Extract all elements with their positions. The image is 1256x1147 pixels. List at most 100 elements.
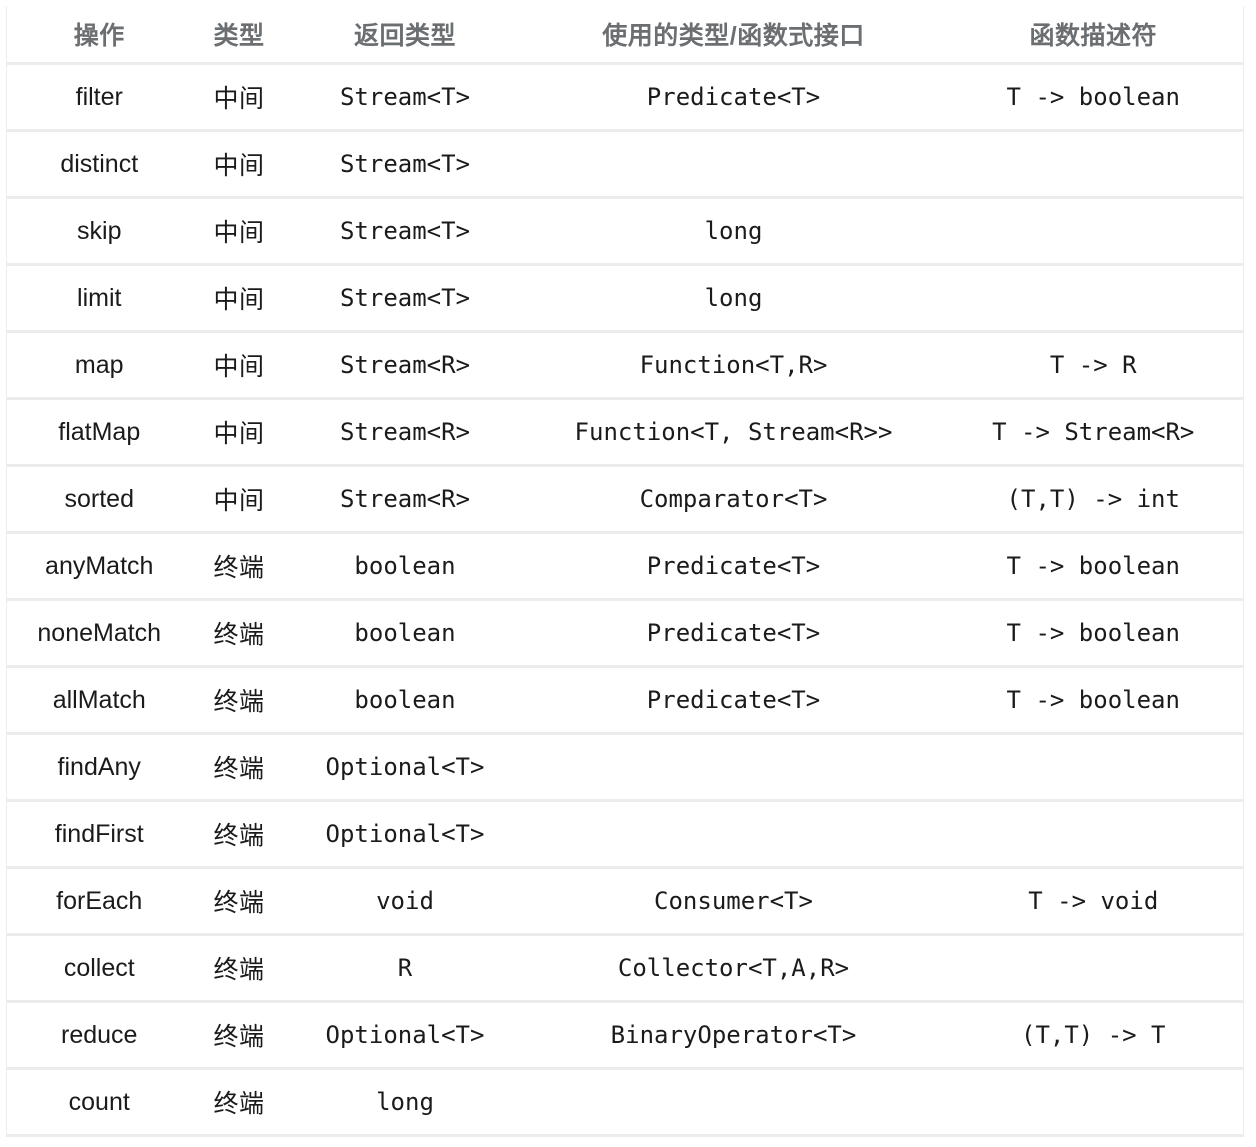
- cell-return-type: Optional<T>: [286, 1001, 524, 1070]
- cell-function-descriptor: T -> Stream<R>: [943, 398, 1244, 467]
- cell-return-type: Stream<T>: [286, 264, 524, 333]
- cell-functional-interface: Collector<T,A,R>: [523, 934, 944, 1003]
- cell-return-type: boolean: [286, 666, 524, 735]
- table-header: 操作 类型 返回类型 使用的类型/函数式接口 函数描述符: [6, 6, 1244, 65]
- cell-operation: distinct: [6, 130, 192, 199]
- col-return-type: 返回类型: [286, 6, 524, 65]
- cell-functional-interface: Comparator<T>: [523, 465, 944, 534]
- cell-function-descriptor: [943, 934, 1244, 1003]
- cell-functional-interface: Predicate<T>: [523, 666, 944, 735]
- cell-type: 中间: [191, 197, 287, 266]
- cell-type: 终端: [191, 800, 287, 869]
- cell-return-type: Stream<T>: [286, 197, 524, 266]
- cell-type: 终端: [191, 532, 287, 601]
- cell-type: 终端: [191, 867, 287, 936]
- cell-type: 中间: [191, 465, 287, 534]
- cell-functional-interface: Function<T, Stream<R>>: [523, 398, 944, 467]
- cell-type: 中间: [191, 398, 287, 467]
- cell-return-type: Stream<R>: [286, 398, 524, 467]
- cell-type: 终端: [191, 666, 287, 735]
- cell-functional-interface: Predicate<T>: [523, 599, 944, 668]
- cell-operation: reduce: [6, 1001, 192, 1070]
- cell-functional-interface: long: [523, 197, 944, 266]
- cell-operation: filter: [6, 63, 192, 132]
- cell-operation: map: [6, 331, 192, 400]
- cell-functional-interface: [523, 130, 944, 199]
- cell-function-descriptor: (T,T) -> int: [943, 465, 1244, 534]
- cell-type: 中间: [191, 331, 287, 400]
- cell-return-type: Optional<T>: [286, 800, 524, 869]
- col-type: 类型: [191, 6, 287, 65]
- cell-return-type: long: [286, 1068, 524, 1137]
- cell-operation: count: [6, 1068, 192, 1137]
- cell-operation: findAny: [6, 733, 192, 802]
- cell-return-type: Stream<T>: [286, 130, 524, 199]
- cell-function-descriptor: T -> boolean: [943, 599, 1244, 668]
- cell-type: 终端: [191, 1001, 287, 1070]
- cell-function-descriptor: [943, 130, 1244, 199]
- cell-return-type: Stream<R>: [286, 465, 524, 534]
- cell-type: 终端: [191, 599, 287, 668]
- cell-operation: sorted: [6, 465, 192, 534]
- header-row: 操作 类型 返回类型 使用的类型/函数式接口 函数描述符: [6, 6, 1244, 65]
- cell-return-type: Optional<T>: [286, 733, 524, 802]
- cell-function-descriptor: [943, 800, 1244, 869]
- cell-functional-interface: Consumer<T>: [523, 867, 944, 936]
- cell-return-type: boolean: [286, 599, 524, 668]
- cell-return-type: Stream<T>: [286, 63, 524, 132]
- cell-functional-interface: Function<T,R>: [523, 331, 944, 400]
- cell-function-descriptor: T -> void: [943, 867, 1244, 936]
- cell-functional-interface: Predicate<T>: [523, 532, 944, 601]
- cell-functional-interface: [523, 800, 944, 869]
- cell-operation: limit: [6, 264, 192, 333]
- cell-return-type: void: [286, 867, 524, 936]
- cell-operation: collect: [6, 934, 192, 1003]
- cell-type: 中间: [191, 264, 287, 333]
- cell-functional-interface: BinaryOperator<T>: [523, 1001, 944, 1070]
- cell-function-descriptor: [943, 197, 1244, 266]
- cell-function-descriptor: T -> boolean: [943, 63, 1244, 132]
- cell-function-descriptor: [943, 1068, 1244, 1137]
- cell-functional-interface: [523, 733, 944, 802]
- cell-function-descriptor: [943, 264, 1244, 333]
- cell-functional-interface: Predicate<T>: [523, 63, 944, 132]
- cell-function-descriptor: [943, 733, 1244, 802]
- cell-function-descriptor: T -> boolean: [943, 666, 1244, 735]
- cell-operation: forEach: [6, 867, 192, 936]
- col-operation: 操作: [6, 6, 192, 65]
- cell-operation: skip: [6, 197, 192, 266]
- col-function-descriptor: 函数描述符: [943, 6, 1244, 65]
- cell-function-descriptor: (T,T) -> T: [943, 1001, 1244, 1070]
- cell-type: 终端: [191, 733, 287, 802]
- cell-type: 中间: [191, 130, 287, 199]
- cell-return-type: Stream<R>: [286, 331, 524, 400]
- cell-operation: anyMatch: [6, 532, 192, 601]
- cell-operation: allMatch: [6, 666, 192, 735]
- cell-functional-interface: long: [523, 264, 944, 333]
- cell-function-descriptor: T -> R: [943, 331, 1244, 400]
- cell-type: 中间: [191, 63, 287, 132]
- cell-return-type: R: [286, 934, 524, 1003]
- cell-operation: noneMatch: [6, 599, 192, 668]
- cell-type: 终端: [191, 1068, 287, 1137]
- col-functional-interface: 使用的类型/函数式接口: [523, 6, 944, 65]
- cell-type: 终端: [191, 934, 287, 1003]
